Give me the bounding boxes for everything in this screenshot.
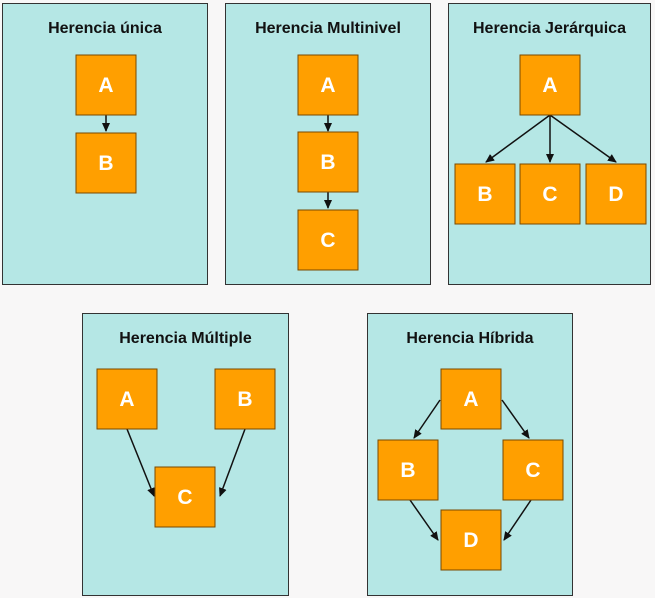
node-a: A: [440, 368, 502, 430]
node-c-label: C: [177, 486, 192, 509]
node-c: C: [297, 209, 359, 271]
node-c-label: C: [525, 459, 540, 482]
node-a-label: A: [542, 74, 557, 97]
edge-c-d: [503, 499, 532, 541]
node-b-label: B: [477, 183, 492, 206]
hybrid-inheritance-diagram: A B C D: [377, 368, 564, 571]
panel-hybrid-inheritance: Herencia Híbrida A B C D: [367, 313, 573, 596]
node-a: A: [96, 368, 158, 430]
node-c: C: [519, 163, 581, 225]
hierarchical-inheritance-diagram: A B C D: [454, 54, 647, 225]
node-d: D: [440, 509, 502, 571]
node-d: D: [585, 163, 647, 225]
single-inheritance-diagram: A B: [75, 54, 137, 194]
panel-multiple-inheritance: Herencia Múltiple A B C: [82, 313, 289, 596]
panel-title: Herencia Multinivel: [255, 20, 401, 37]
node-b: B: [75, 132, 137, 194]
edge-a-b: [413, 399, 441, 439]
node-d-label: D: [463, 529, 478, 552]
edge-b-c: [219, 428, 246, 497]
node-a-label: A: [463, 388, 478, 411]
node-b: B: [214, 368, 276, 430]
node-b: B: [297, 131, 359, 193]
node-c-label: C: [542, 183, 557, 206]
node-b: B: [454, 163, 516, 225]
panel-hierarchical-inheritance: Herencia Jerárquica A B C D: [448, 3, 651, 285]
panel-title: Herencia Jerárquica: [473, 20, 626, 37]
node-b-label: B: [237, 388, 252, 411]
edge-a-c: [501, 399, 530, 439]
node-d-label: D: [608, 183, 623, 206]
node-a-label: A: [98, 74, 113, 97]
node-a: A: [75, 54, 137, 116]
node-b: B: [377, 439, 439, 501]
node-c: C: [502, 439, 564, 501]
edge-a-d: [549, 114, 617, 163]
node-b-label: B: [400, 459, 415, 482]
panel-title: Herencia Híbrida: [406, 330, 534, 347]
node-b-label: B: [320, 151, 335, 174]
node-a-label: A: [119, 388, 134, 411]
node-a: A: [519, 54, 581, 116]
edge-b-d: [409, 499, 439, 541]
panel-title: Herencia única: [48, 20, 162, 37]
panel-multilevel-inheritance: Herencia Multinivel A B C: [225, 3, 431, 285]
node-a-label: A: [320, 74, 335, 97]
panel-single-inheritance: Herencia única A B: [2, 3, 208, 285]
edge-a-c: [126, 428, 155, 497]
multilevel-inheritance-diagram: A B C: [297, 54, 359, 271]
node-c: C: [154, 466, 216, 528]
edge-a-b: [485, 114, 551, 163]
panel-title: Herencia Múltiple: [119, 330, 252, 347]
node-c-label: C: [320, 229, 335, 252]
multiple-inheritance-diagram: A B C: [96, 368, 276, 528]
node-a: A: [297, 54, 359, 116]
node-b-label: B: [98, 152, 113, 175]
